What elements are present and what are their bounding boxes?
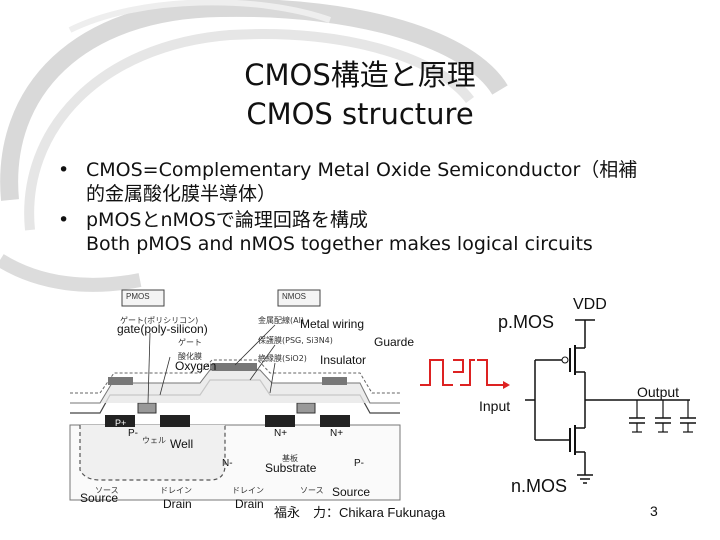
cmos-inverter-circuit: p.MOS n.MOS VDD Input Output (415, 290, 715, 500)
n-plus-label-1: N+ (274, 428, 288, 439)
jp-insulator-label: 絶縁膜(SiO2) (258, 354, 307, 363)
jp-substrate-label: 基板 (282, 454, 298, 463)
metal-wiring-label: Metal wiring (300, 317, 365, 331)
guarde-label: Guarde (374, 335, 415, 349)
inverter-schematic (420, 319, 696, 484)
title-english: CMOS structure (246, 97, 474, 131)
author-credit: 福永 力：Chikara Fukunaga (274, 505, 446, 520)
jp-source-label: ソース (95, 486, 119, 495)
source-label: Source (80, 491, 119, 505)
input-label: Input (479, 398, 511, 414)
substrate-label: Substrate (265, 461, 317, 475)
bullet-2-line-2: Both pMOS and nMOS together makes logica… (86, 233, 593, 255)
bullet-2-line-1: pMOSとnMOSで論理回路を構成 (86, 209, 368, 231)
jp-protect-label: 保護膜(PSG, Si3N4) (258, 336, 333, 345)
source-label-2: Source (332, 485, 371, 499)
bullet-dot-icon: • (58, 159, 70, 181)
n-minus-label: N- (222, 458, 233, 469)
p-right-label: P- (354, 458, 364, 469)
jp-source2-label: ソース (300, 486, 324, 495)
title-japanese: CMOS構造と原理 (244, 58, 476, 92)
bullet-dot-icon: • (58, 209, 70, 231)
gate-label: gate(poly-silicon) (117, 322, 208, 336)
bullet-1-line-1: CMOS=Complementary Metal Oxide Semicondu… (86, 159, 638, 181)
jp-gate2-label: ゲート (178, 338, 202, 347)
drain-label-1: Drain (163, 497, 192, 511)
well-label: Well (170, 437, 194, 451)
jp-drain2-label: ドレイン (232, 486, 264, 495)
jp-well-label: ウェル (142, 436, 166, 445)
vdd-label: VDD (573, 296, 607, 313)
oxygen-label: Oxygen (175, 359, 217, 373)
cross-section-drawing (69, 289, 401, 501)
p-plus-label: P+ (115, 418, 127, 428)
drain-label-2: Drain (235, 497, 264, 511)
bullet-1-line-2: 的金属酸化膜半導体） (86, 183, 277, 205)
nmos-label: n.MOS (511, 476, 568, 496)
output-label: Output (637, 384, 680, 400)
jp-oxide-label: 酸化膜 (178, 352, 202, 361)
jp-metal-label: 金属配線(Al) (258, 316, 304, 325)
page-number: 3 (650, 503, 658, 519)
p-minus-label: P- (128, 428, 138, 439)
cmos-cross-section-diagram: PMOS NMOS ゲート(ポリシリコン) ゲート 酸化膜 金属配線(Al) 保… (60, 285, 440, 515)
jp-drain-label: ドレイン (160, 486, 192, 495)
pmos-box-label: PMOS (126, 292, 150, 301)
nmos-box-label: NMOS (282, 292, 306, 301)
pmos-label: p.MOS (498, 312, 555, 332)
jp-gate-label: ゲート(ポリシリコン) (120, 316, 199, 325)
background-swirl (0, 0, 508, 292)
insulator-label: Insulator (320, 353, 367, 367)
n-plus-label-2: N+ (330, 428, 344, 439)
